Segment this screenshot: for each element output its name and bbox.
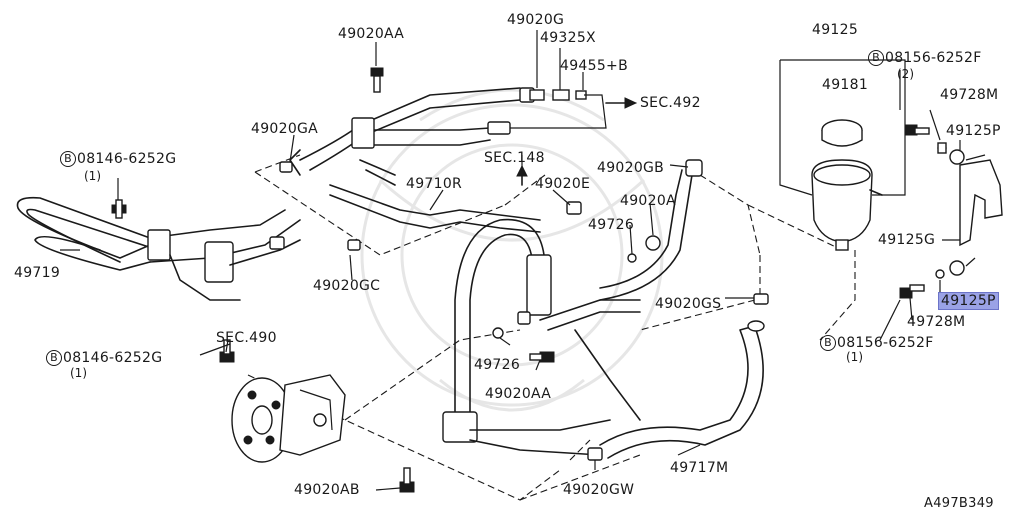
label-49125P-top[interactable]: 49125P (946, 123, 1001, 139)
reservoir (779, 59, 906, 251)
section-arrows (516, 97, 638, 186)
label-49125[interactable]: 49125 (812, 22, 859, 38)
label-49455B[interactable]: 49455+B (560, 58, 628, 74)
cooler-loop-49719 (16, 196, 301, 301)
label-49125G[interactable]: 49125G (878, 232, 936, 248)
label-49020GW[interactable]: 49020GW (563, 482, 635, 498)
label-49020AA-top[interactable]: 49020AA (338, 26, 405, 42)
qty-bolt-08156-top: (2) (897, 67, 914, 81)
label-49728M-bottom[interactable]: 49728M (907, 314, 966, 330)
return-hose-49717M (587, 320, 765, 461)
line-49710R (329, 159, 541, 233)
upper-lines (289, 87, 607, 176)
label-49719[interactable]: 49719 (14, 265, 61, 281)
label-49726-bottom[interactable]: 49726 (474, 357, 521, 373)
label-49717M[interactable]: 49717M (670, 460, 729, 476)
label-sec492[interactable]: SEC.492 (640, 95, 701, 111)
bolt-symbol: B (868, 50, 884, 66)
label-49125P-highlighted[interactable]: 49125P (938, 292, 999, 310)
bolt-symbol: B (46, 350, 62, 366)
label-49020E[interactable]: 49020E (535, 176, 591, 192)
label-49728M-top[interactable]: 49728M (940, 87, 999, 103)
bolts (111, 67, 947, 493)
qty-bolt-08146-left: (1) (84, 169, 101, 183)
diagram-reference-code: A497B349 (924, 496, 994, 511)
label-49020AA-bottom[interactable]: 49020AA (485, 386, 552, 402)
label-49020GB[interactable]: 49020GB (597, 160, 665, 176)
label-49020GC[interactable]: 49020GC (313, 278, 381, 294)
label-sec148[interactable]: SEC.148 (484, 150, 545, 166)
bolt-symbol: B (60, 151, 76, 167)
qty-bolt-08156-bottom: (1) (846, 350, 863, 364)
qty-bolt-08146-bottom: (1) (70, 366, 87, 380)
label-49710R[interactable]: 49710R (406, 176, 463, 192)
label-49020A[interactable]: 49020A (620, 193, 676, 209)
label-49020GA[interactable]: 49020GA (251, 121, 319, 137)
leader-lines (60, 30, 961, 491)
bolt-symbol: B (820, 335, 836, 351)
power-steering-pump (231, 374, 346, 463)
label-49020AB[interactable]: 49020AB (294, 482, 360, 498)
label-49020G[interactable]: 49020G (507, 12, 565, 28)
label-sec490[interactable]: SEC.490 (216, 330, 277, 346)
feed-line (599, 159, 703, 301)
label-49726-top[interactable]: 49726 (588, 217, 635, 233)
label-49181[interactable]: 49181 (822, 77, 869, 93)
bracket-49125G (935, 143, 1003, 279)
arched-pipe (442, 218, 641, 456)
label-49020GS[interactable]: 49020GS (655, 296, 722, 312)
label-49325X[interactable]: 49325X (540, 30, 596, 46)
